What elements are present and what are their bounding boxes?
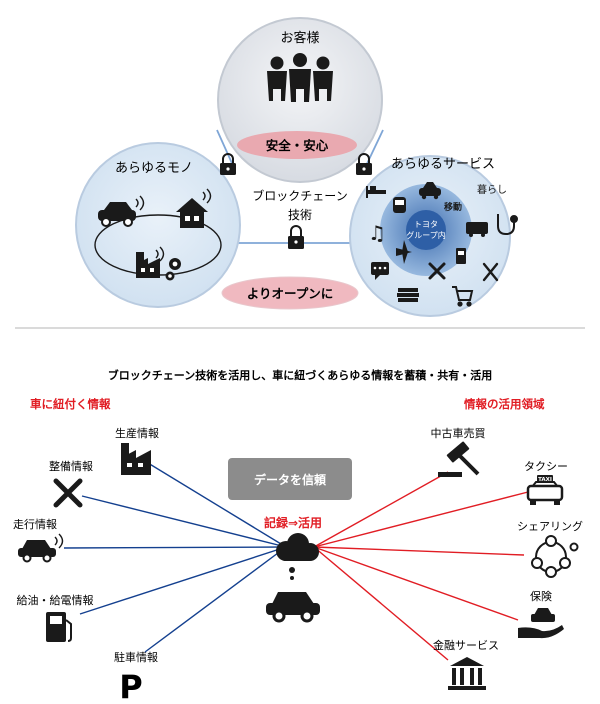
books-icon (397, 288, 419, 302)
tools-icon (428, 262, 446, 280)
headline: ブロックチェーン技術を活用し、車に紐づくあらゆる情報を蓄積・共有・活用 (108, 368, 492, 382)
left-item-fuel: 給油・給電情報 (17, 593, 94, 607)
house-wifi-icon (176, 188, 212, 228)
open-badge (221, 276, 359, 310)
connected-car-icon (266, 592, 320, 623)
chat-icon (371, 262, 389, 280)
restaurant-icon (482, 262, 499, 282)
things-label: あらゆるモノ (115, 161, 193, 176)
right-title: 情報の活用領域 (463, 397, 545, 411)
services-circle: あらゆるサービス トヨタ グループ内 移動 暮らし (349, 155, 518, 317)
trust-box (228, 458, 352, 500)
safety-badge (237, 131, 357, 159)
lock-icon (220, 153, 236, 175)
left-item-driving: 走行情報 (13, 518, 57, 531)
services-center-line2: グループ内 (406, 230, 446, 240)
center-label: 記録⇒活用 (264, 515, 322, 530)
sharing-network-icon (531, 535, 579, 578)
right-item-insurance: 保険 (530, 589, 552, 603)
car-wifi-icon (18, 533, 64, 563)
bus-icon (466, 222, 488, 237)
bank-icon (448, 657, 486, 690)
left-item-maintenance: 整備情報 (49, 459, 93, 473)
trust-box-text: データを信頼 (254, 472, 327, 487)
left-item-production: 生産情報 (115, 426, 159, 440)
blockchain-label-line1: ブロックチェーン (252, 188, 347, 203)
right-item-taxi: タクシー (524, 460, 568, 473)
services-center-line1: トヨタ (414, 220, 438, 229)
hotel-bed-icon (366, 186, 386, 198)
services-label: あらゆるサービス (391, 157, 495, 172)
taxi-icon: TAXI (526, 475, 564, 505)
fuel-pump-icon (46, 612, 72, 642)
customer-label: お客様 (280, 30, 319, 46)
car-wifi-icon (98, 195, 145, 227)
open-badge-text: よりオープンに (247, 286, 334, 301)
ring-label-life: 暮らし (477, 183, 507, 196)
customer-circle: お客様 安全・安心 (217, 17, 383, 183)
right-item-used-car: 中古車売買 (431, 426, 486, 440)
taxi-icon (419, 182, 441, 200)
blockchain-label-line2: 技術 (288, 208, 312, 222)
fuel-pump-icon (456, 248, 466, 264)
left-title: 車に紐付く情報 (30, 397, 111, 411)
lock-icon (356, 153, 372, 175)
music-icon: ♫ (368, 221, 386, 245)
concept-diagram: あらゆるモノ あらゆるサー (15, 17, 585, 329)
stethoscope-icon (497, 214, 518, 236)
gavel-icon (438, 441, 480, 477)
cloud-icon (276, 533, 319, 580)
wrench-icon (53, 478, 83, 508)
parking-icon: P (119, 668, 142, 704)
left-item-parking: 駐車情報 (114, 650, 158, 664)
right-flow-lines (313, 471, 529, 661)
factory-gear-icon (136, 246, 181, 281)
insurance-hand-car-icon (518, 608, 564, 639)
plane-icon (396, 240, 412, 264)
ring-label-move: 移動 (444, 201, 462, 213)
right-item-sharing: シェアリング (517, 519, 583, 533)
lock-icon (288, 225, 304, 249)
left-flow-lines (63, 462, 287, 653)
right-item-finance: 金融サービス (433, 638, 499, 652)
taxi-sign: TAXI (538, 477, 552, 483)
factory-icon (121, 443, 151, 475)
things-circle: あらゆるモノ (75, 142, 241, 308)
cart-icon (452, 286, 474, 307)
train-icon (393, 197, 406, 213)
people-icon (267, 53, 333, 102)
safety-badge-text: 安全・安心 (266, 138, 329, 153)
